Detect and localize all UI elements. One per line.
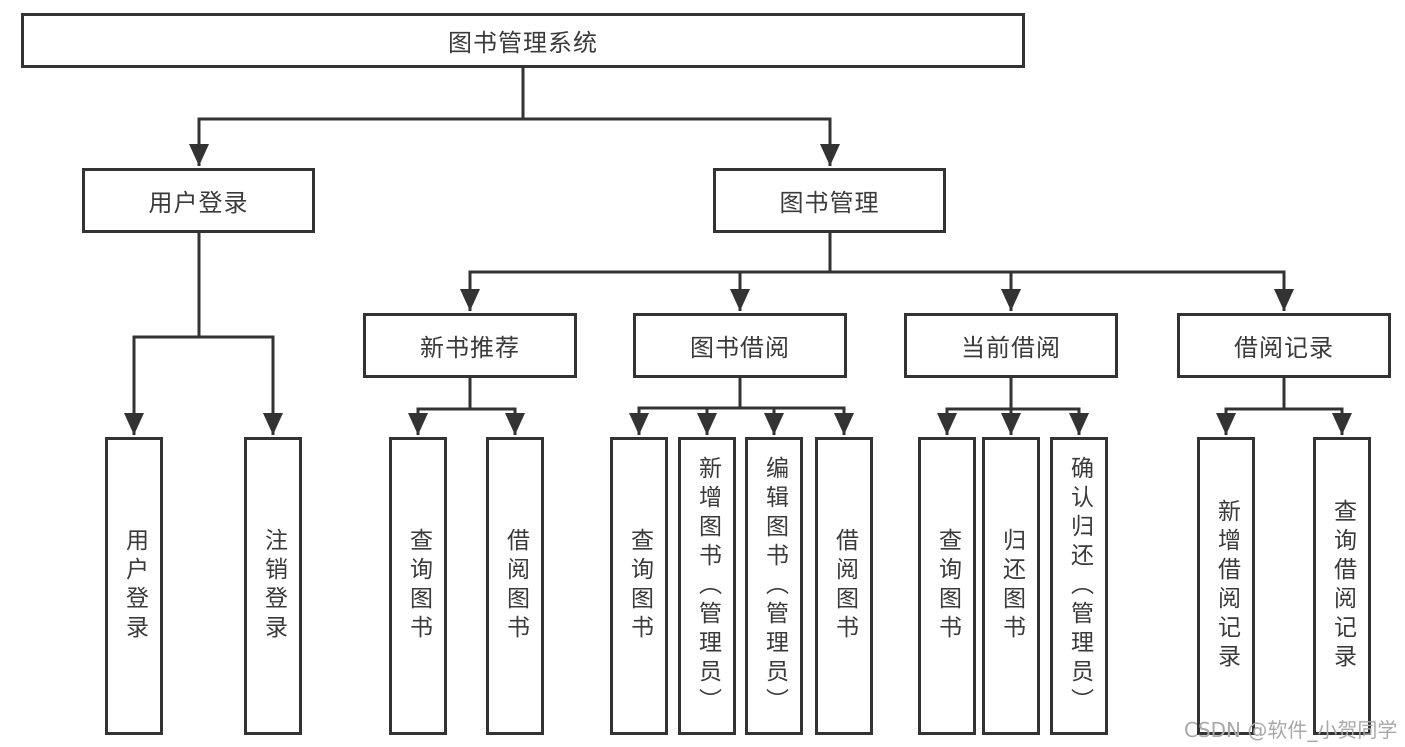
leaf-user-login: 用户登录 bbox=[105, 437, 163, 735]
node-label: 当前借阅 bbox=[961, 334, 1061, 362]
leaf-return-books: 归还图书 bbox=[982, 437, 1040, 735]
node-label: 注销登录 bbox=[260, 528, 287, 644]
node-label: 借阅图书 bbox=[831, 528, 858, 644]
leaf-query-books-current: 查询图书 bbox=[918, 437, 976, 735]
node-label: 新增图书（管理员） bbox=[694, 455, 721, 717]
leaf-borrow-books-borrowing: 借阅图书 bbox=[815, 437, 873, 735]
node-label: 用户登录 bbox=[148, 189, 249, 217]
node-label: 查询借阅记录 bbox=[1329, 499, 1356, 673]
node-label: 借阅图书 bbox=[502, 528, 529, 644]
leaf-query-books-borrowing: 查询图书 bbox=[610, 437, 668, 735]
leaf-borrow-books-recommend: 借阅图书 bbox=[486, 437, 544, 735]
node-label: 编辑图书（管理员） bbox=[761, 455, 788, 717]
node-label: 确认归还（管理员） bbox=[1066, 455, 1093, 717]
leaf-query-borrow-record: 查询借阅记录 bbox=[1313, 437, 1371, 735]
node-label: 查询图书 bbox=[626, 528, 653, 644]
node-user-login: 用户登录 bbox=[82, 168, 315, 233]
node-label: 查询图书 bbox=[405, 528, 432, 644]
node-label: 新增借阅记录 bbox=[1213, 499, 1240, 673]
node-borrowing-records: 借阅记录 bbox=[1177, 313, 1391, 378]
node-book-borrowing: 图书借阅 bbox=[633, 313, 847, 378]
leaf-add-book-admin: 新增图书（管理员） bbox=[678, 437, 736, 735]
node-label: 借阅记录 bbox=[1234, 334, 1334, 362]
node-label: 图书管理系统 bbox=[448, 29, 598, 57]
node-current-borrowing: 当前借阅 bbox=[904, 313, 1118, 378]
node-label: 查询图书 bbox=[934, 528, 961, 644]
node-label: 归还图书 bbox=[998, 528, 1025, 644]
leaf-query-books-recommend: 查询图书 bbox=[389, 437, 447, 735]
node-root-library-management-system: 图书管理系统 bbox=[21, 13, 1025, 68]
node-label: 图书借阅 bbox=[690, 334, 790, 362]
leaf-logout: 注销登录 bbox=[244, 437, 302, 735]
node-label: 新书推荐 bbox=[420, 334, 520, 362]
leaf-add-borrow-record: 新增借阅记录 bbox=[1197, 437, 1255, 735]
node-label: 用户登录 bbox=[121, 528, 148, 644]
node-label: 图书管理 bbox=[779, 189, 880, 217]
leaf-confirm-return-admin: 确认归还（管理员） bbox=[1050, 437, 1108, 735]
node-new-book-recommend: 新书推荐 bbox=[363, 313, 577, 378]
leaf-edit-book-admin: 编辑图书（管理员） bbox=[745, 437, 803, 735]
csdn-watermark: CSDN @软件_小贺同学 bbox=[1184, 718, 1398, 742]
node-book-management: 图书管理 bbox=[713, 168, 946, 233]
